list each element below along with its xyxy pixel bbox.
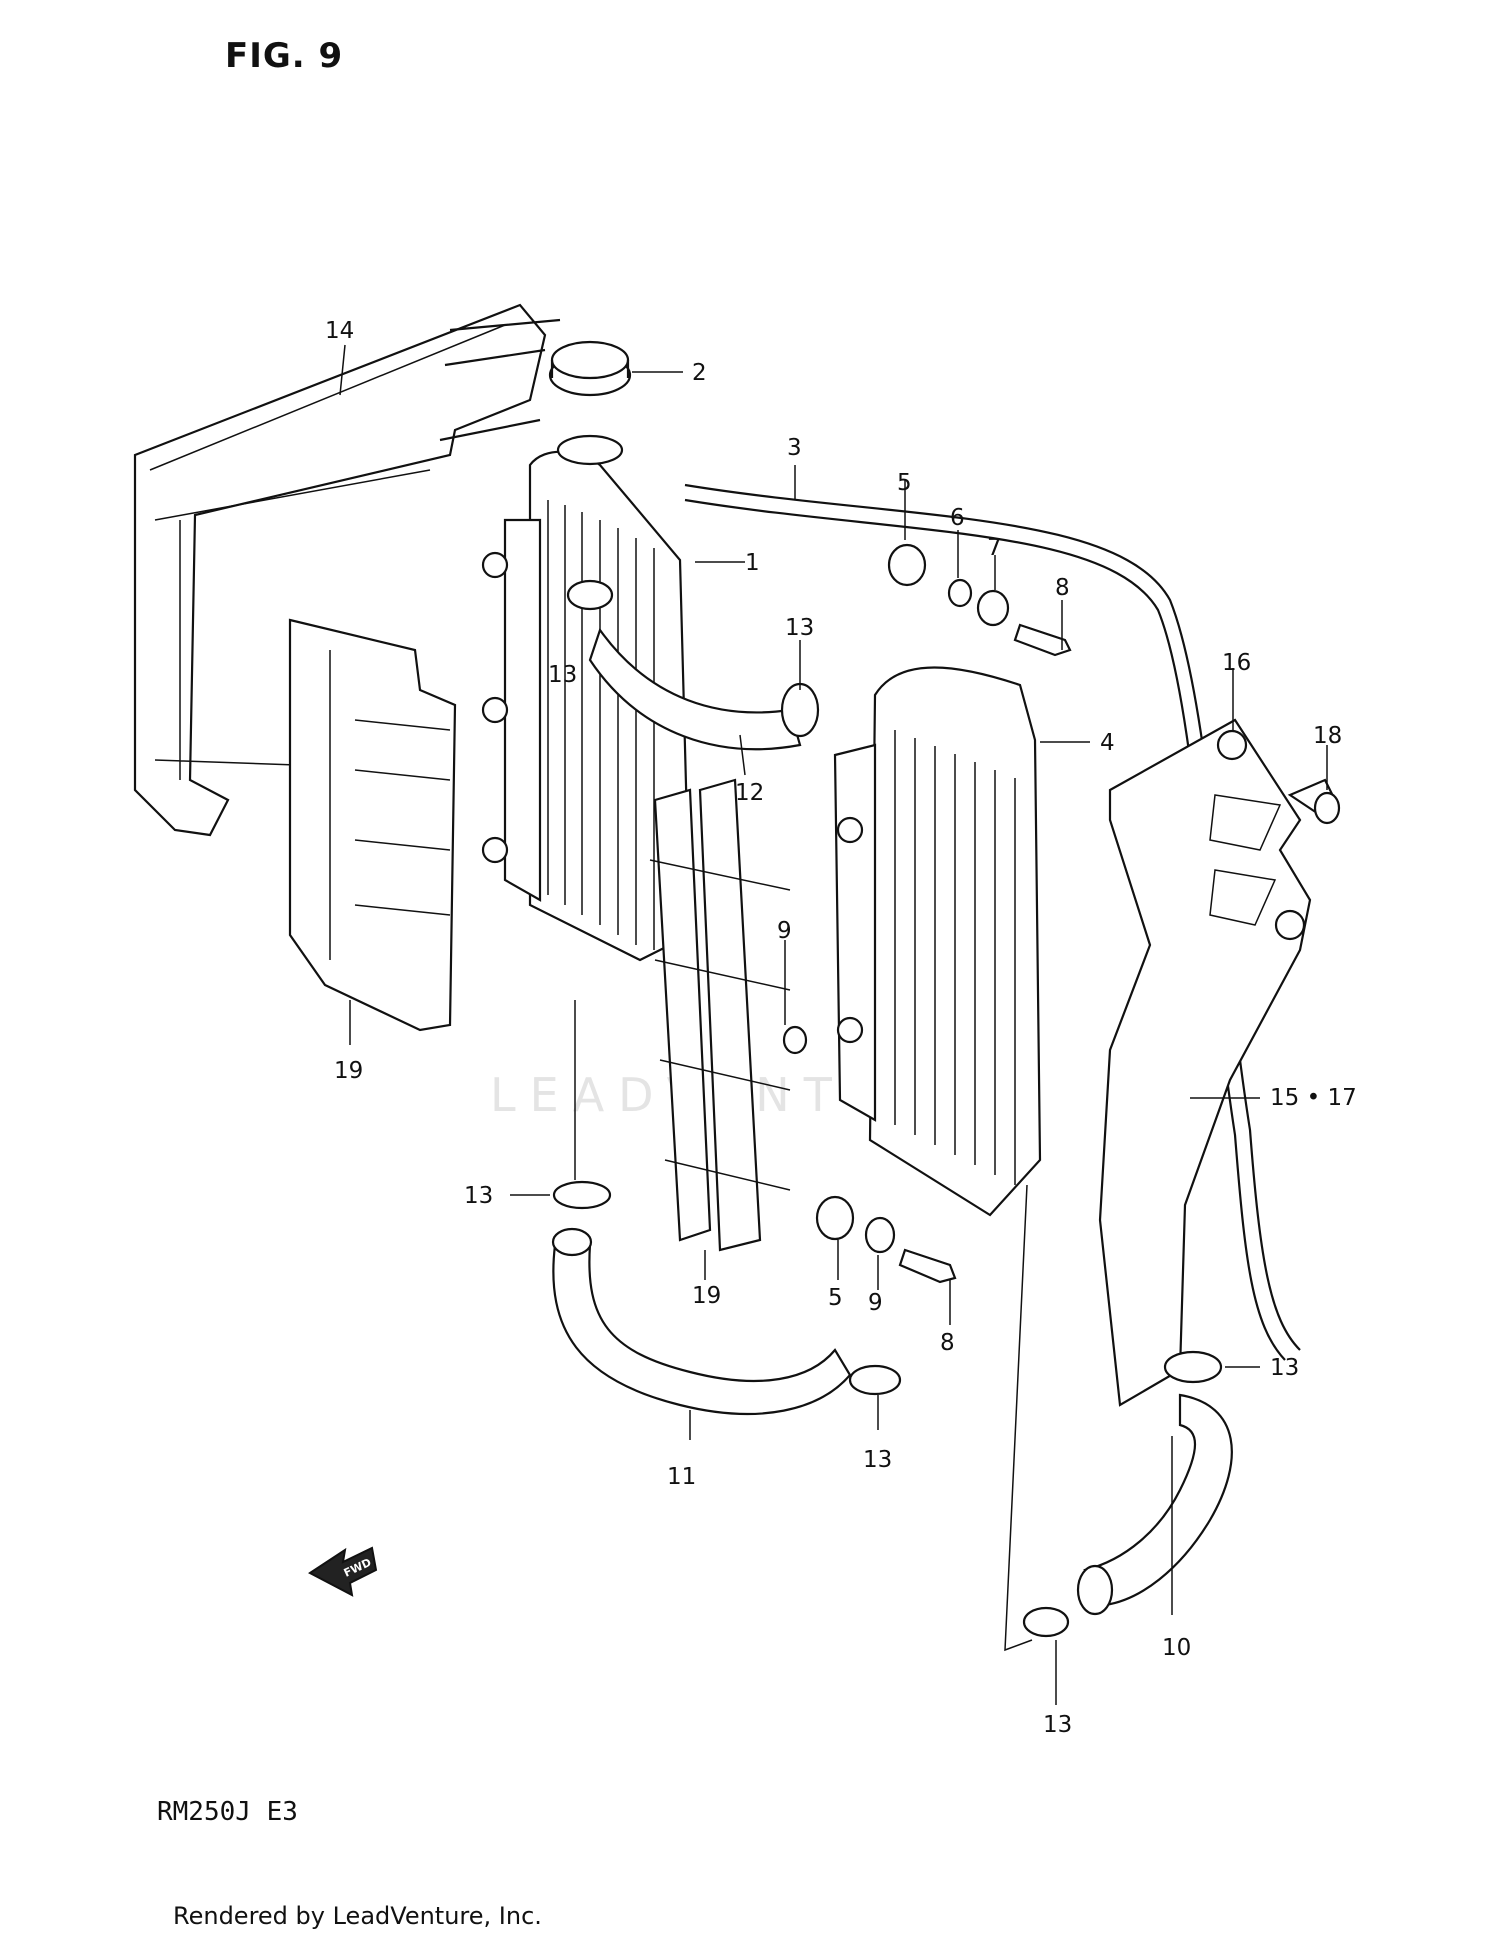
callout-16: 16	[1222, 650, 1251, 676]
mounting-hardware	[782, 543, 1337, 1284]
hose-lower-left	[551, 1227, 852, 1416]
callout-13-upper-right: 13	[785, 615, 814, 641]
leader-lines	[339, 344, 1328, 1705]
radiator-shroud-frame	[133, 303, 561, 837]
callout-7: 7	[987, 535, 1002, 561]
callout-8-bottom: 8	[940, 1330, 955, 1356]
callout-5-top: 5	[897, 470, 912, 496]
figure-title: FIG. 9	[225, 36, 344, 76]
callout-14: 14	[325, 318, 354, 344]
shroud-screw	[1313, 791, 1341, 825]
callout-13-right: 13	[1270, 1355, 1299, 1381]
callout-2: 2	[692, 360, 707, 386]
render-credit: Rendered by LeadVenture, Inc.	[173, 1902, 542, 1930]
forward-direction-arrow: FWD	[308, 1546, 378, 1597]
radiator-right	[833, 666, 1042, 1217]
callout-15-17: 15 • 17	[1270, 1085, 1357, 1111]
callout-13-upper-left: 13	[548, 662, 577, 688]
hose-upper	[588, 627, 802, 751]
callout-8-top: 8	[1055, 575, 1070, 601]
radiator-guard-left	[288, 618, 457, 1032]
callout-labels: 14 2 3 5 6 7 8 1 13 13 12 4 16 18 9 15 •…	[325, 318, 1357, 1738]
radiator-guard-center	[649, 778, 791, 1252]
radiator-cap	[548, 340, 632, 466]
callout-1: 1	[745, 550, 760, 576]
callout-3: 3	[787, 435, 802, 461]
callout-12: 12	[735, 780, 764, 806]
callout-19-left: 19	[334, 1058, 363, 1084]
callout-10: 10	[1162, 1635, 1191, 1661]
hose-clamps	[552, 579, 1223, 1638]
model-code: RM250J E3	[157, 1797, 298, 1827]
callout-19-center: 19	[692, 1283, 721, 1309]
callout-6: 6	[950, 505, 965, 531]
callout-11: 11	[667, 1464, 696, 1490]
hose-lower-right	[1076, 1393, 1233, 1616]
callout-9-upper: 9	[777, 918, 792, 944]
callout-9-bottom: 9	[868, 1290, 883, 1316]
callout-13-bottom-center: 13	[863, 1447, 892, 1473]
radiator-shroud-right	[1098, 718, 1312, 1407]
callout-18: 18	[1313, 723, 1342, 749]
callout-5-bottom: 5	[828, 1285, 843, 1311]
callout-13-bottom-right: 13	[1043, 1712, 1072, 1738]
callout-13-left: 13	[464, 1183, 493, 1209]
callout-4: 4	[1100, 730, 1115, 756]
